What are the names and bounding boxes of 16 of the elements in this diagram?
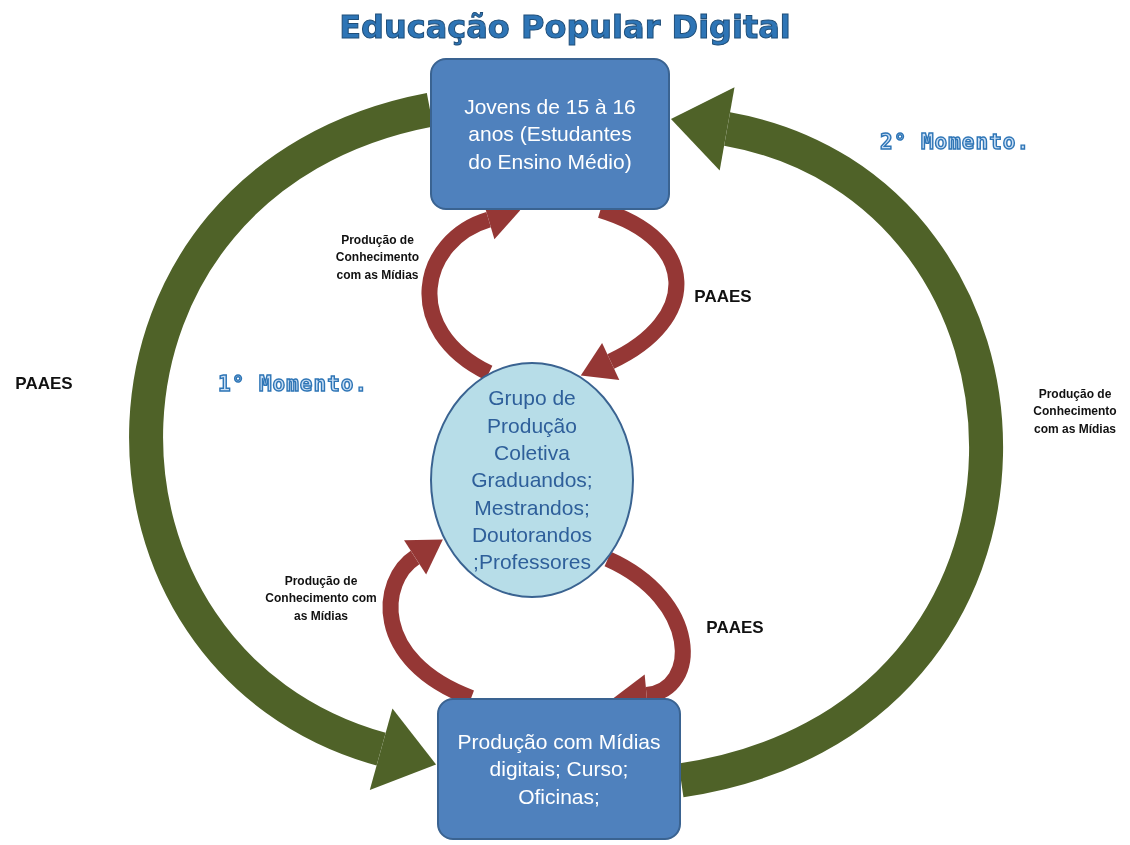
edge-label: PAAES: [693, 286, 753, 308]
edge-label: Produção de Conhecimento com as Mídias: [334, 232, 421, 284]
edge-label: PAAES: [14, 373, 74, 395]
process-box: [437, 698, 681, 840]
stage-label: 1° Momento.: [218, 372, 369, 396]
diagram-title: Educação Popular Digital: [338, 8, 792, 46]
node-text: Grupo de Produção Coletiva Graduandos; Mestrandos; Doutorandos ;Professores: [470, 385, 594, 576]
process-box: [430, 58, 670, 210]
edge-label: PAAES: [705, 617, 765, 639]
node-text: Jovens de 15 à 16 anos (Estudantes do Ensino Médio): [463, 94, 637, 175]
edge-label: Produção de Conhecimento com as Mídias: [1032, 386, 1118, 438]
edge-label: Produção de Conhecimento com as Mídias: [264, 573, 378, 625]
curved-arrow: [129, 93, 435, 789]
curved-arrow: [672, 88, 1003, 797]
node-text: Produção com Mídias digitais; Curso; Oficinas;: [457, 729, 661, 810]
stage-label: 2° Momento.: [880, 130, 1031, 154]
